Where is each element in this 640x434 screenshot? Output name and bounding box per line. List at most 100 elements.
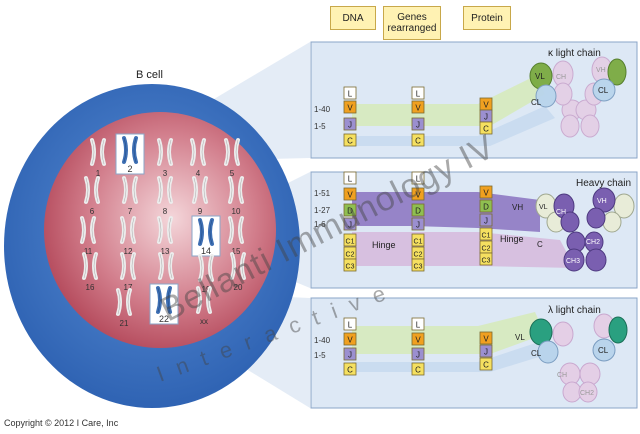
kappa-label-ch: CH [556, 74, 566, 81]
chromosome-label: 21 [120, 319, 129, 328]
heavy-label-ch2: CH2 [586, 239, 600, 246]
header-protein: Protein [463, 6, 511, 30]
segment-box-c1 [343, 233, 357, 247]
segment-box-j [343, 217, 357, 231]
segment-label-v: V [347, 336, 353, 345]
segment-label-j: J [416, 221, 420, 230]
chromosome-outline [123, 177, 137, 203]
heavy-hinge-protein: Hinge [500, 234, 524, 244]
chromosome-label: 14 [201, 246, 211, 256]
segment-box-l [343, 86, 357, 100]
segment-box-j [411, 347, 425, 361]
kappa-c-band [352, 106, 555, 146]
chromosome-outline [158, 177, 172, 203]
lambda-count-v: 1-40 [314, 336, 331, 345]
segment-label-v: V [483, 101, 489, 110]
heavy-count-j: 1-6 [314, 220, 326, 229]
kappa-label-vl: VL [535, 72, 545, 81]
segment-box-l [411, 86, 425, 100]
segment-box-c3 [343, 258, 357, 272]
chromosome-highlight-box [115, 133, 145, 175]
header-dna: DNA [330, 6, 376, 30]
kappa-title: κ light chain [548, 48, 601, 59]
chromosome-outline [199, 255, 213, 281]
segment-label-j: J [348, 121, 352, 130]
chromosome-outline [199, 219, 213, 245]
segment-box-j [411, 117, 425, 131]
segment-box-c [479, 357, 493, 371]
segment-box-j [479, 344, 493, 358]
chromosome-label: 8 [163, 207, 168, 216]
chromosome-label: 12 [124, 247, 133, 256]
chromosome-label: xx [200, 317, 208, 326]
lambda-label-cl2: CL [598, 346, 609, 355]
b-cell-label: B cell [136, 69, 163, 81]
heavy-title: Heavy chain [576, 178, 631, 189]
heavy-c-band [352, 232, 575, 268]
segment-label-c: C [347, 137, 353, 146]
segment-label-v: V [415, 191, 421, 200]
segment-box-v [343, 332, 357, 346]
segment-label-c2: C2 [414, 252, 423, 259]
chromosome-highlight-box [191, 215, 221, 257]
chromosome-outline [159, 253, 173, 279]
segment-label-c3: C3 [482, 258, 491, 265]
segment-box-v [411, 100, 425, 114]
chromosome-outline [117, 289, 131, 315]
chromosome-label: 15 [232, 247, 241, 256]
segment-label-c1: C1 [482, 233, 491, 240]
segment-box-v [479, 331, 493, 345]
segment-box-c1 [411, 233, 425, 247]
segment-label-j: J [348, 351, 352, 360]
segment-box-c1 [479, 227, 493, 241]
segment-label-v: V [415, 104, 421, 113]
chromosome-outline [229, 177, 243, 203]
segment-label-c: C [415, 137, 421, 146]
segment-label-c: C [483, 125, 489, 134]
chromosome-label: 11 [84, 247, 93, 256]
segment-label-d: D [483, 203, 489, 212]
chromosome-label: 2 [127, 164, 132, 174]
segment-box-c [343, 362, 357, 376]
segment-label-c: C [415, 366, 421, 375]
segment-label-c2: C2 [482, 246, 491, 253]
chromosome-label: 16 [86, 283, 95, 292]
segment-box-c3 [411, 258, 425, 272]
segment-box-l [411, 171, 425, 185]
segment-box-j [343, 117, 357, 131]
chromosome-label: 1 [96, 169, 101, 178]
segment-box-v [411, 187, 425, 201]
chromosome-outline [81, 217, 95, 243]
chromosome-outline [158, 217, 172, 243]
segment-box-d [411, 203, 425, 217]
segment-box-j [411, 217, 425, 231]
segment-box-d [343, 203, 357, 217]
segment-label-c: C [347, 366, 353, 375]
kappa-antibody [529, 56, 627, 138]
heavy-label-vh: VH [512, 203, 523, 212]
segment-box-l [411, 317, 425, 331]
heavy-antibody [535, 187, 635, 272]
segment-label-l: L [348, 321, 353, 330]
chromosome-outline [191, 139, 205, 165]
chromosome-karyotype: 12345678910111213141516171819202122xx [80, 133, 246, 328]
chromosome-outline [158, 139, 172, 165]
lambda-label-ch2: CH2 [580, 390, 594, 397]
chromosome-outline [225, 139, 239, 165]
kappa-count-j: 1-5 [314, 122, 326, 131]
segment-label-d: D [415, 207, 421, 216]
segment-box-l [343, 171, 357, 185]
chromosome-highlight-box [149, 283, 179, 325]
lambda-vj-band [352, 312, 545, 354]
chromosome-outline [121, 217, 135, 243]
heavy-count-d: 1-27 [314, 206, 331, 215]
heavy-vdj-band [352, 192, 540, 232]
segment-label-c3: C3 [346, 264, 355, 271]
segment-box-c [479, 121, 493, 135]
kappa-label-cl2: CL [598, 86, 609, 95]
